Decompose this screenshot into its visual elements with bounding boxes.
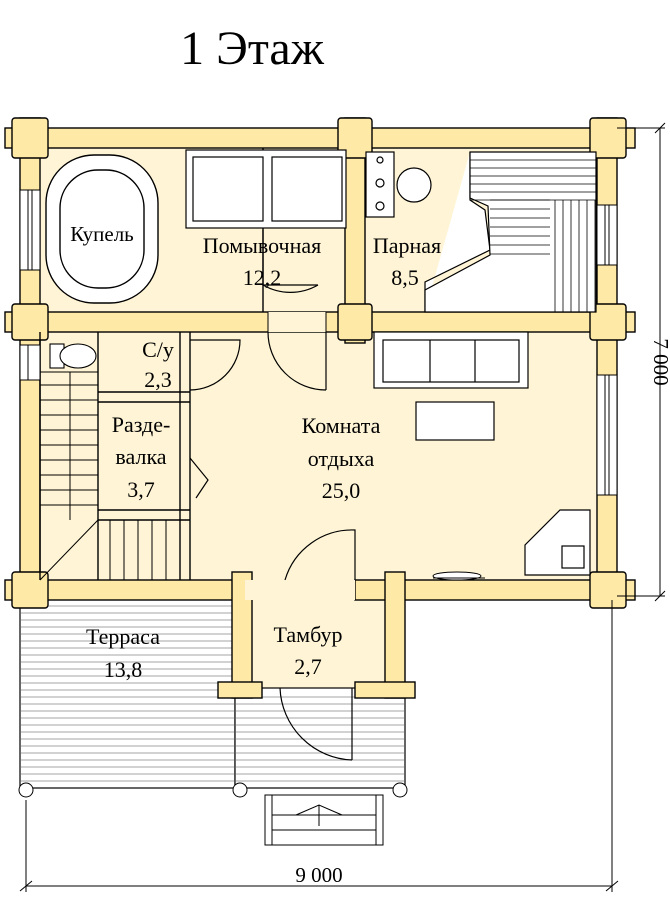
- dimension-width-label: 9 000: [295, 863, 342, 887]
- room-labels: Купель Помывочная 12,2 Парная 8,5 С/у 2,…: [70, 222, 441, 682]
- room-name-kupel: Купель: [70, 222, 134, 246]
- page-title: 1 Этаж: [180, 22, 325, 75]
- entrance-gap: [245, 580, 355, 600]
- room-area-parnaya: 8,5: [391, 265, 419, 290]
- plunge-pool: [45, 154, 159, 304]
- room-name-komnata-1: Комната: [302, 413, 381, 438]
- room-name-razdevalka-1: Разде-: [112, 412, 171, 437]
- corner-fireplace: [524, 509, 591, 576]
- table: [415, 401, 495, 441]
- room-name-su: С/у: [142, 337, 174, 362]
- room-name-terrasa: Терраса: [86, 624, 160, 649]
- dimension-width: [19, 600, 619, 892]
- room-area-razdevalka: 3,7: [127, 477, 155, 502]
- room-area-komnata: 25,0: [322, 478, 361, 503]
- dimension-height: [617, 122, 666, 602]
- room-name-tambur: Тамбур: [274, 622, 343, 647]
- room-name-pomyvochnaya: Помывочная: [203, 233, 322, 258]
- radiator: [432, 571, 485, 581]
- terrace-deck: [18, 597, 408, 798]
- room-name-komnata-2: отдыха: [308, 446, 375, 471]
- room-name-razdevalka-2: валка: [115, 444, 166, 469]
- sofa: [373, 331, 529, 389]
- sauna-equipment: [365, 151, 597, 313]
- windows: [19, 189, 618, 496]
- toilet: [49, 343, 97, 369]
- staircase: [39, 371, 167, 581]
- door-gap: [268, 312, 326, 332]
- room-area-pomyvochnaya: 12,2: [243, 265, 282, 290]
- room-area-tambur: 2,7: [294, 654, 322, 679]
- dimension-height-label: 7 000: [649, 338, 670, 385]
- doors: [189, 230, 356, 761]
- shower-cabins: [185, 149, 347, 229]
- room-name-parnaya: Парная: [373, 233, 441, 258]
- room-area-su: 2,3: [144, 367, 172, 392]
- entrance-steps: [264, 794, 384, 846]
- room-area-terrasa: 13,8: [104, 657, 143, 682]
- tambur-floor: [240, 588, 395, 688]
